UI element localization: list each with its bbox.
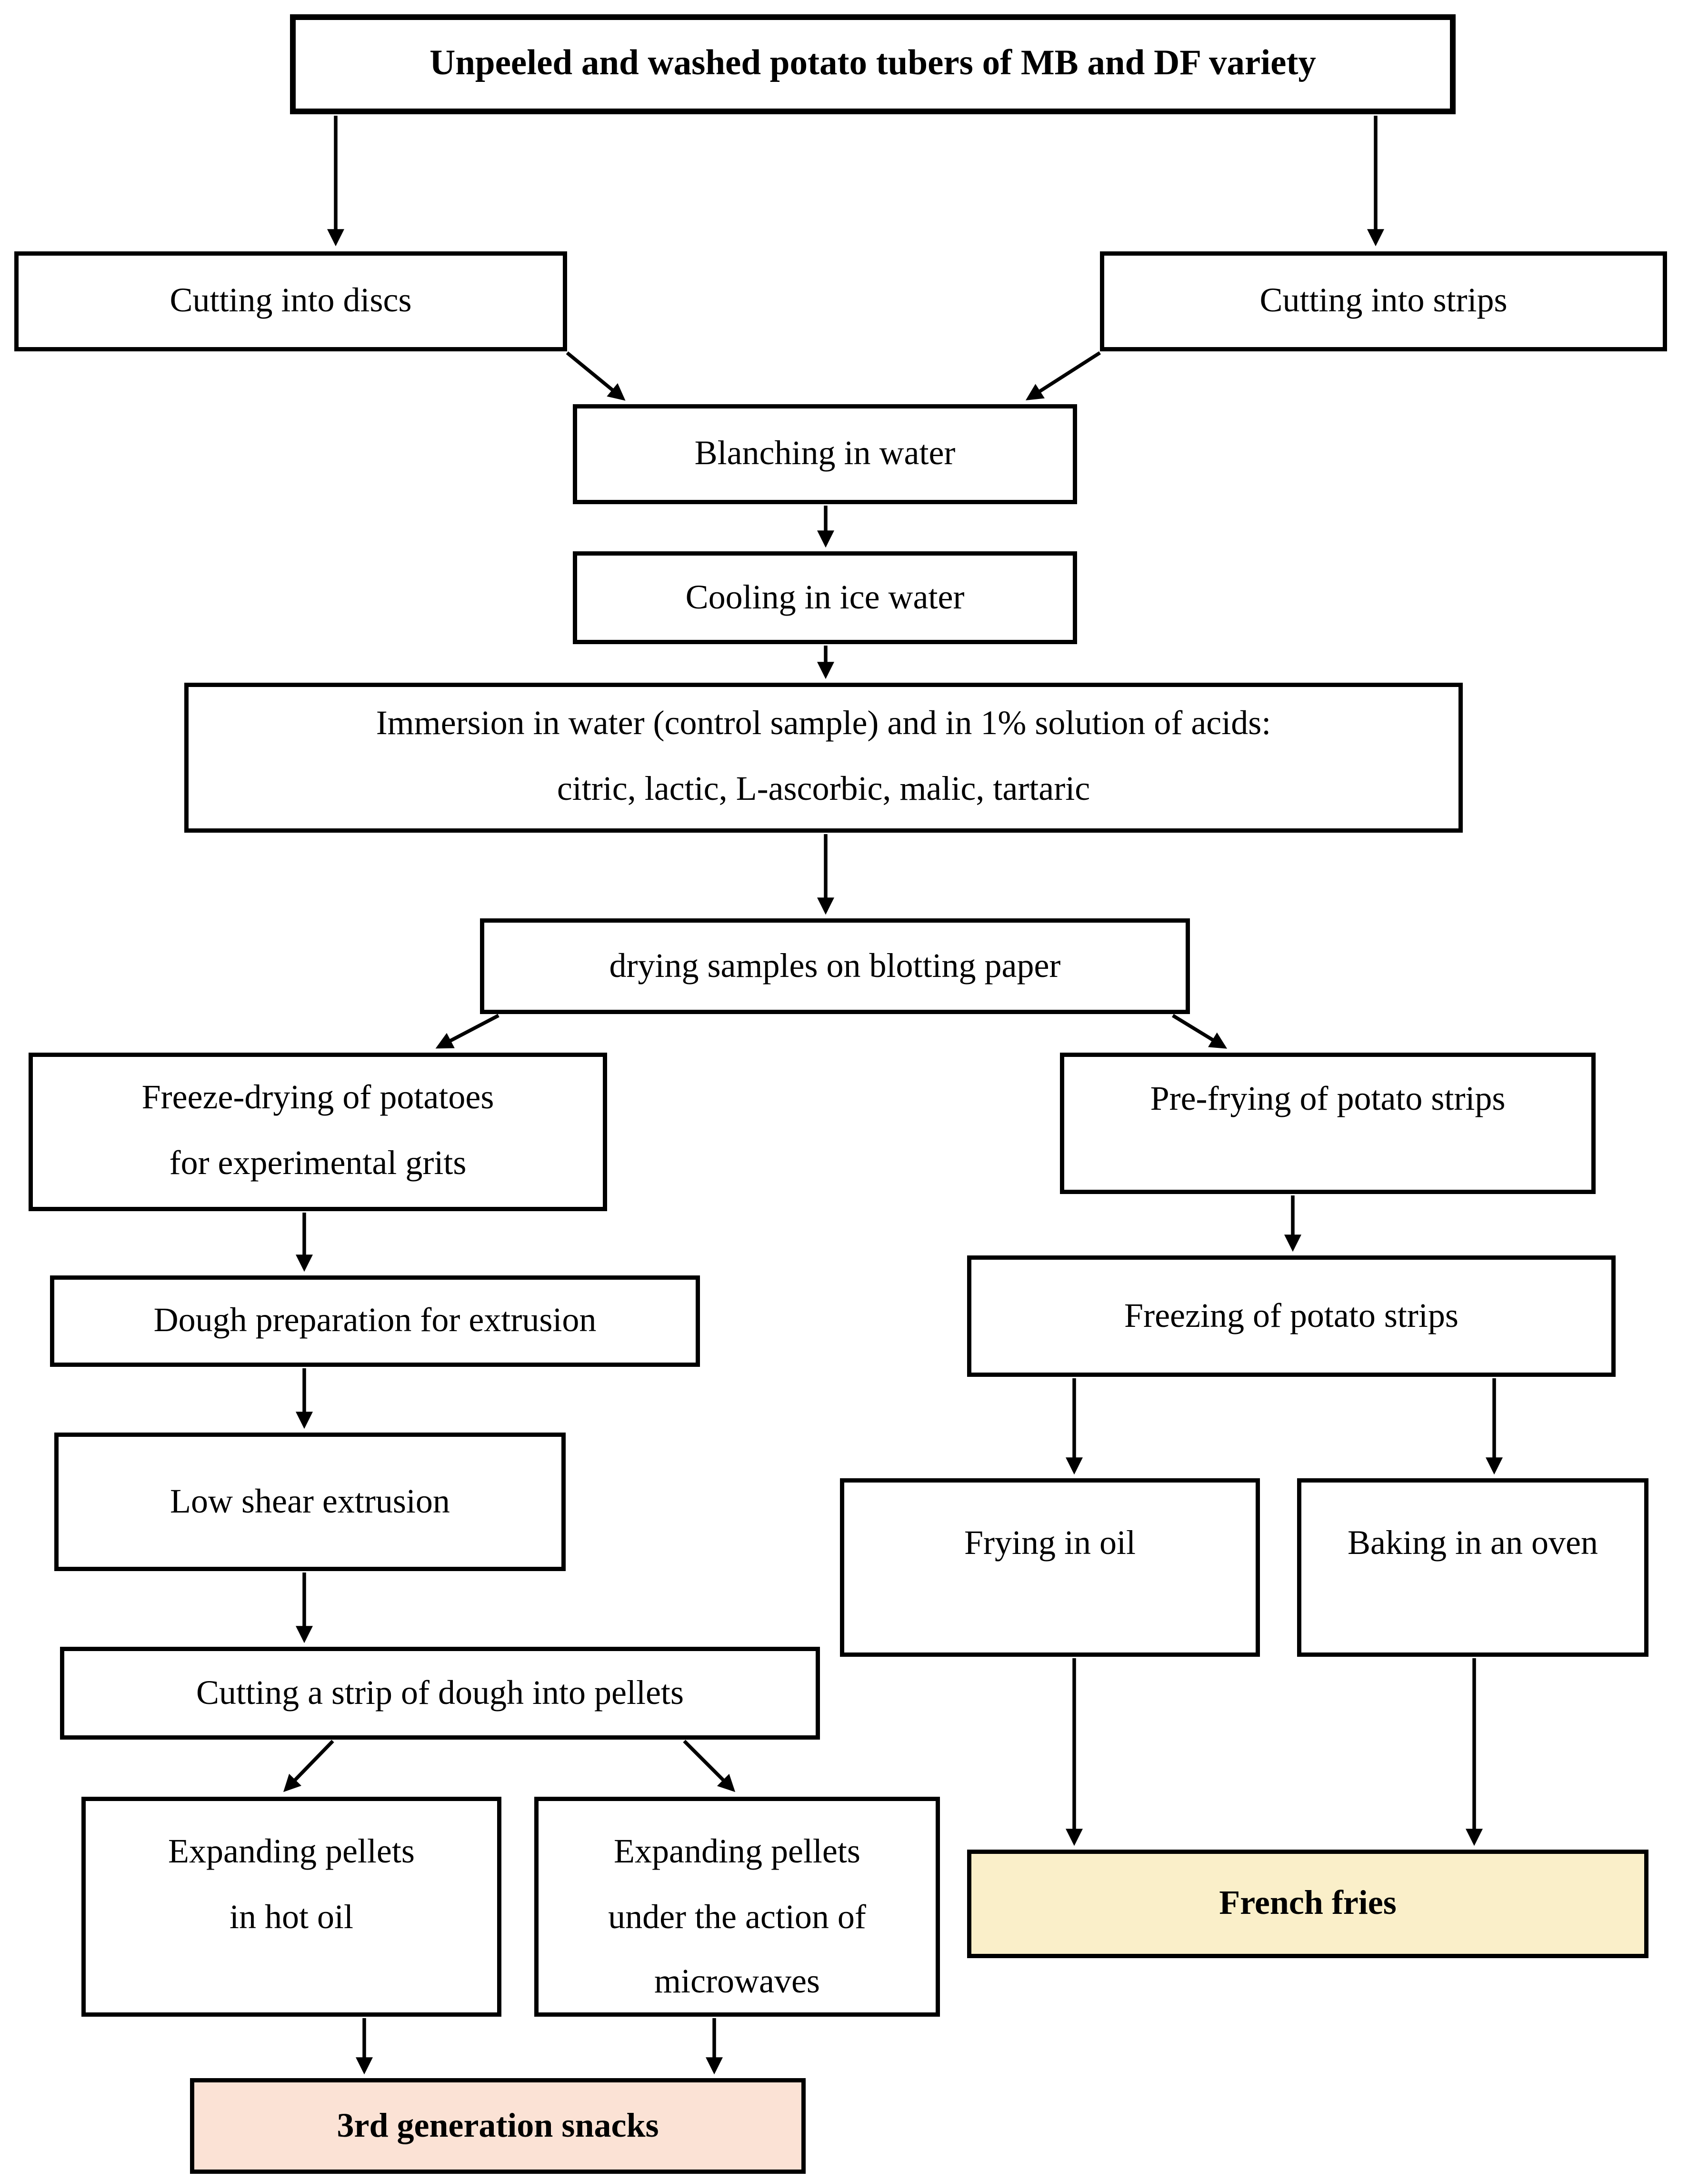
arrow-cutting_discs-blanching bbox=[566, 351, 626, 401]
node-drying-samples: drying samples on blotting paper bbox=[480, 918, 1190, 1014]
node-label-line3: microwaves bbox=[654, 1964, 820, 2001]
node-label: Unpeeled and washed potato tubers of MB … bbox=[429, 45, 1316, 84]
node-label-line2: under the action of bbox=[608, 1899, 866, 1936]
node-label: Pre-frying of potato strips bbox=[1150, 1080, 1506, 1118]
node-baking-in-oven: Baking in an oven bbox=[1297, 1478, 1648, 1657]
node-label: Cooling in ice water bbox=[685, 579, 965, 617]
node-label-line2: citric, lactic, L-ascorbic, malic, tarta… bbox=[557, 770, 1090, 808]
node-blanching-in-water: Blanching in water bbox=[573, 404, 1077, 504]
arrow-drying-pre_frying bbox=[1172, 1014, 1228, 1049]
arrow-cutting_strips-blanching bbox=[1025, 351, 1101, 400]
node-low-shear-extrusion: Low shear extrusion bbox=[54, 1433, 566, 1571]
node-label: Baking in an oven bbox=[1348, 1524, 1598, 1562]
node-label-line1: Expanding pellets bbox=[168, 1834, 415, 1871]
node-label: 3rd generation snacks bbox=[337, 2107, 659, 2145]
arrow-drying-freeze_drying bbox=[435, 1014, 499, 1049]
node-cutting-into-discs: Cutting into discs bbox=[14, 251, 567, 351]
node-label: Freezing of potato strips bbox=[1124, 1297, 1458, 1335]
arrow-cutting_pellets-expanding_micro bbox=[683, 1740, 736, 1792]
node-label: Low shear extrusion bbox=[170, 1483, 450, 1521]
node-label: Cutting into strips bbox=[1259, 283, 1508, 320]
node-pre-frying: Pre-frying of potato strips bbox=[1060, 1053, 1596, 1194]
node-label-line1: Expanding pellets bbox=[614, 1834, 860, 1871]
node-label: Cutting into discs bbox=[170, 283, 412, 320]
node-3rd-generation-snacks: 3rd generation snacks bbox=[190, 2078, 806, 2174]
node-dough-preparation: Dough preparation for extrusion bbox=[50, 1275, 700, 1367]
node-label: Blanching in water bbox=[694, 436, 956, 473]
node-label: French fries bbox=[1219, 1885, 1397, 1922]
node-french-fries: French fries bbox=[967, 1850, 1648, 1958]
node-cooling-in-ice-water: Cooling in ice water bbox=[573, 551, 1077, 644]
node-immersion-in-acids: Immersion in water (control sample) and … bbox=[184, 683, 1463, 833]
node-freeze-drying: Freeze-drying of potatoes for experiment… bbox=[29, 1053, 607, 1211]
node-label: drying samples on blotting paper bbox=[609, 947, 1061, 985]
node-cutting-into-pellets: Cutting a strip of dough into pellets bbox=[60, 1647, 820, 1740]
node-label: Dough preparation for extrusion bbox=[153, 1303, 597, 1340]
node-frying-in-oil: Frying in oil bbox=[840, 1478, 1260, 1657]
node-label-line2: in hot oil bbox=[229, 1899, 353, 1936]
node-label-line1: Immersion in water (control sample) and … bbox=[376, 705, 1271, 743]
arrow-cutting_pellets-expanding_oil bbox=[283, 1740, 334, 1792]
node-freezing-of-strips: Freezing of potato strips bbox=[967, 1255, 1616, 1377]
node-label: Cutting a strip of dough into pellets bbox=[196, 1674, 684, 1712]
node-label-line1: Freeze-drying of potatoes bbox=[141, 1079, 494, 1117]
node-cutting-into-strips: Cutting into strips bbox=[1100, 251, 1667, 351]
node-expanding-pellets-hot-oil: Expanding pellets in hot oil bbox=[81, 1797, 501, 2017]
node-label: Frying in oil bbox=[964, 1524, 1136, 1562]
node-expanding-pellets-microwaves: Expanding pellets under the action of mi… bbox=[534, 1797, 940, 2017]
node-label-line2: for experimental grits bbox=[169, 1145, 467, 1182]
node-title: Unpeeled and washed potato tubers of MB … bbox=[290, 14, 1456, 114]
